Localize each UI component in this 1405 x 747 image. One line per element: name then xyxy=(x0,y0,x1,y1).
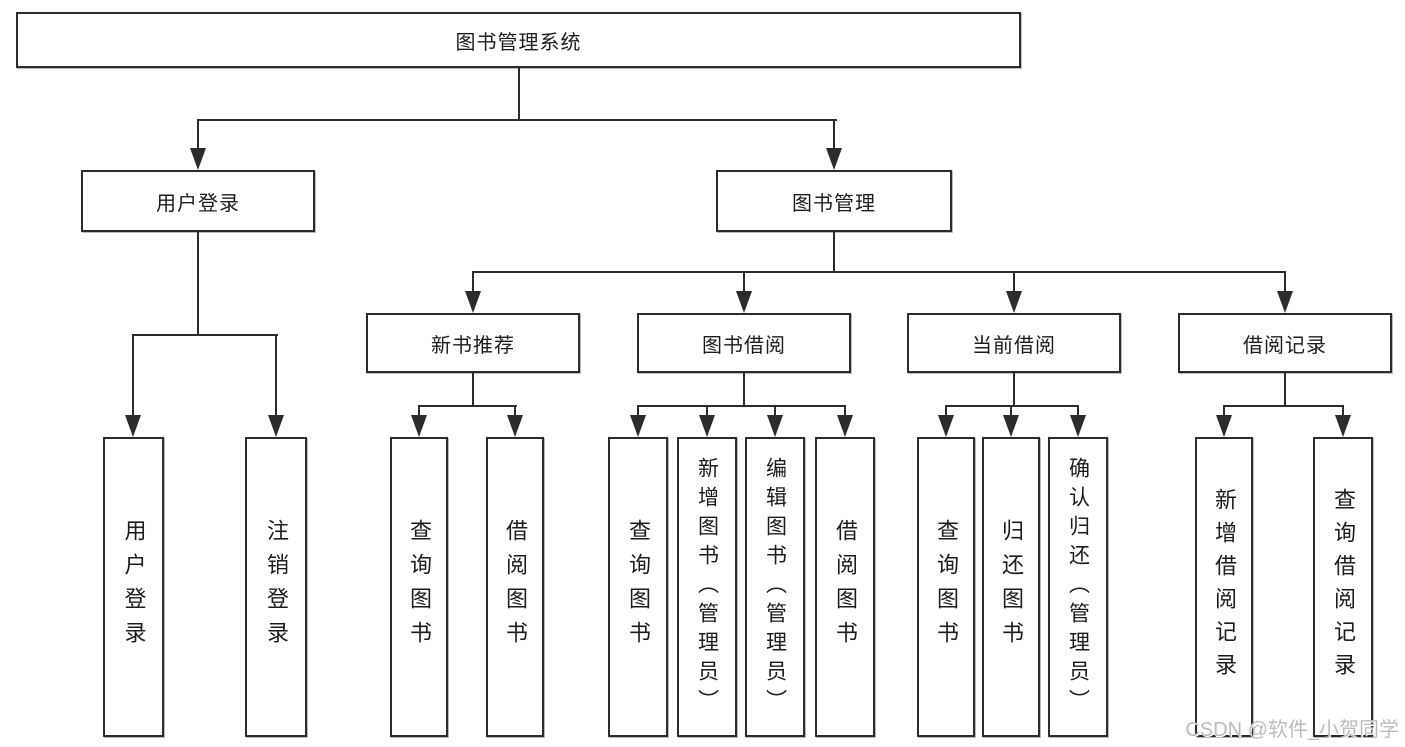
leaf-add-book-admin: 新增图书（管理员） xyxy=(677,437,737,737)
arrow-down-icon xyxy=(268,415,284,437)
connector-line xyxy=(637,405,846,407)
leaf-label: 新增图书（管理员） xyxy=(695,456,719,718)
connector-line xyxy=(197,232,199,336)
leaf-label: 归还图书 xyxy=(999,519,1024,655)
leaf-borrow-book-2: 借阅图书 xyxy=(815,437,875,737)
node-label: 图书管理 xyxy=(792,192,876,215)
leaf-return-book: 归还图书 xyxy=(982,437,1040,737)
leaf-label: 注销登录 xyxy=(264,519,289,655)
leaf-label: 查询图书 xyxy=(407,519,432,655)
arrow-down-icon xyxy=(1006,291,1022,313)
node-label: 当前借阅 xyxy=(972,334,1056,357)
arrow-down-icon xyxy=(630,415,646,437)
node-label: 图书借阅 xyxy=(702,334,786,357)
arrow-down-icon xyxy=(411,415,427,437)
connector-line xyxy=(1010,405,1012,417)
arrow-down-icon xyxy=(1070,415,1086,437)
arrow-down-icon xyxy=(1003,415,1019,437)
arrow-down-icon xyxy=(125,415,141,437)
leaf-label: 借阅图书 xyxy=(503,519,528,655)
leaf-user-login: 用户登录 xyxy=(103,437,164,737)
arrow-down-icon xyxy=(1277,291,1293,313)
connector-line xyxy=(844,405,846,417)
connector-line xyxy=(1223,405,1344,407)
connector-line xyxy=(132,334,134,416)
leaf-label: 查询借阅记录 xyxy=(1331,488,1356,686)
arrow-down-icon xyxy=(837,415,853,437)
leaf-borrow-book-1: 借阅图书 xyxy=(486,437,544,737)
connector-line xyxy=(418,405,420,417)
arrow-down-icon xyxy=(1216,415,1232,437)
node-user-login: 用户登录 xyxy=(81,170,315,232)
connector-line xyxy=(197,119,199,153)
connector-line xyxy=(1342,405,1344,417)
leaf-label: 确认归还（管理员） xyxy=(1066,456,1090,718)
node-label: 新书推荐 xyxy=(431,334,515,357)
connector-line xyxy=(1077,405,1079,417)
connector-line xyxy=(1223,405,1225,417)
connector-line xyxy=(518,68,520,121)
connector-line xyxy=(743,373,745,407)
connector-line xyxy=(275,334,277,416)
csdn-watermark: CSDN @软件_小贺同学 xyxy=(1185,719,1399,741)
node-current-borrow: 当前借阅 xyxy=(907,313,1121,373)
arrow-down-icon xyxy=(465,291,481,313)
arrow-down-icon xyxy=(826,148,842,170)
connector-line xyxy=(833,119,835,153)
connector-line xyxy=(1013,373,1015,407)
leaf-query-book-2: 查询图书 xyxy=(608,437,668,737)
node-label: 借阅记录 xyxy=(1243,334,1327,357)
connector-line xyxy=(1284,271,1286,293)
connector-line xyxy=(833,232,835,273)
connector-line xyxy=(514,405,516,417)
leaf-label: 借阅图书 xyxy=(833,519,858,655)
connector-line xyxy=(743,271,745,293)
connector-line xyxy=(472,373,474,407)
leaf-query-borrow-record: 查询借阅记录 xyxy=(1313,437,1373,737)
leaf-add-borrow-record: 新增借阅记录 xyxy=(1195,437,1253,737)
connector-line xyxy=(132,334,278,336)
connector-line xyxy=(1284,373,1286,407)
connector-line xyxy=(472,271,1286,273)
node-root-label: 图书管理系统 xyxy=(455,31,582,54)
connector-line xyxy=(1013,271,1015,293)
arrow-down-icon xyxy=(938,415,954,437)
arrow-down-icon xyxy=(507,415,523,437)
connector-line xyxy=(706,405,708,417)
leaf-label: 查询图书 xyxy=(934,519,959,655)
connector-line xyxy=(774,405,776,417)
connector-line xyxy=(418,405,517,407)
connector-line xyxy=(637,405,639,417)
arrow-down-icon xyxy=(1335,415,1351,437)
connector-line xyxy=(472,271,474,293)
connector-line xyxy=(197,119,837,121)
leaf-label: 新增借阅记录 xyxy=(1212,488,1237,686)
leaf-logout: 注销登录 xyxy=(245,437,307,737)
leaf-label: 查询图书 xyxy=(626,519,651,655)
node-borrow-record: 借阅记录 xyxy=(1178,313,1392,373)
leaf-edit-book-admin: 编辑图书（管理员） xyxy=(745,437,805,737)
arrow-down-icon xyxy=(190,148,206,170)
node-new-book-recommend: 新书推荐 xyxy=(366,313,580,373)
leaf-query-book-1: 查询图书 xyxy=(390,437,448,737)
arrow-down-icon xyxy=(767,415,783,437)
node-root: 图书管理系统 xyxy=(16,12,1021,68)
arrow-down-icon xyxy=(699,415,715,437)
node-book-management: 图书管理 xyxy=(716,170,952,232)
leaf-query-book-3: 查询图书 xyxy=(917,437,975,737)
arrow-down-icon xyxy=(736,291,752,313)
node-label: 用户登录 xyxy=(156,192,240,215)
node-book-borrow: 图书借阅 xyxy=(637,313,851,373)
connector-line xyxy=(945,405,947,417)
connector-line xyxy=(945,405,1079,407)
leaf-label: 编辑图书（管理员） xyxy=(763,456,787,718)
leaf-label: 用户登录 xyxy=(121,519,147,655)
leaf-confirm-return-admin: 确认归还（管理员） xyxy=(1048,437,1108,737)
